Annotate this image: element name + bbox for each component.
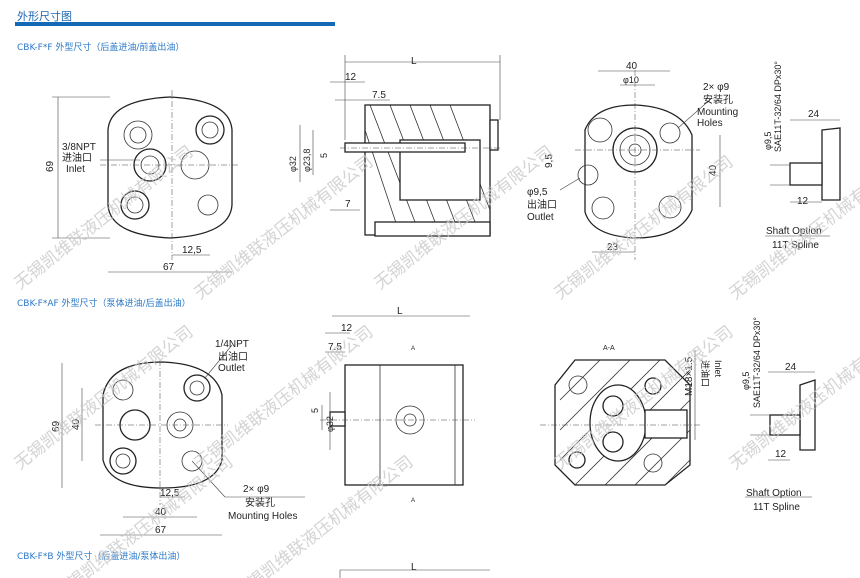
inlet-size-label: 3/8NPT [62, 142, 96, 153]
inlet-en-2: Inlet [713, 360, 723, 378]
dim-offset: 12,5 [182, 245, 202, 256]
dim-v40-2: 40 [71, 418, 82, 430]
inlet-cn-label: 进油口 [62, 151, 92, 164]
outlet-size-2: 1/4NPT [215, 339, 249, 350]
dim-width-67: 67 [163, 262, 175, 273]
shaft-option-title: Shaft Option [766, 226, 822, 237]
dim-phi32: φ32 [288, 156, 298, 172]
mount-holes-cn: 安装孔 [703, 93, 733, 106]
outlet-en: Outlet [527, 212, 554, 223]
shaft-dim-12-2: 12 [775, 449, 787, 460]
dim-23: 23 [607, 242, 619, 253]
mount-holes-size: 2× φ9 [703, 82, 730, 93]
outlet-cn-2: 出油口 [218, 350, 248, 363]
outlet-size: φ9,5 [527, 187, 548, 198]
inlet-en-label: Inlet [66, 164, 85, 175]
side-view-2 [320, 315, 490, 571]
outlet-en-2: Outlet [218, 363, 245, 374]
dim-5-2: 5 [310, 408, 320, 413]
dim-phi23-8: φ23,8 [302, 149, 312, 172]
shaft-dim-24-2: 24 [785, 362, 797, 373]
dim-length-L-3: L [411, 562, 417, 573]
shaft-option-1 [765, 119, 841, 237]
dim-length-L: L [411, 56, 417, 67]
shaft-dim-12: 12 [797, 196, 809, 207]
dim-40: 40 [626, 61, 638, 72]
dim-40-2: 40 [155, 507, 167, 518]
dim-length-L-2: L [397, 306, 403, 317]
mount-holes-cn-2: 安装孔 [245, 496, 275, 509]
dim-12-2: 12 [341, 323, 353, 334]
shaft-spec-2: SAE11T-32/64 DPx30° [752, 317, 762, 408]
section-view-1 [299, 55, 501, 237]
front-view-2 [61, 344, 305, 536]
mount-holes-en1: Mounting [697, 107, 738, 118]
dim-7: 7 [345, 199, 351, 210]
dim-9-5: 9,5 [544, 154, 555, 168]
front-view-1 [52, 90, 240, 273]
dim-12: 12 [345, 72, 357, 83]
dim-7-5-2: 7.5 [328, 342, 342, 353]
shaft-option-subtitle: 11T Spline [772, 240, 819, 251]
rear-view-1 [559, 70, 721, 260]
shaft-dim-24: 24 [808, 109, 820, 120]
shaft-phi-2: φ9,5 [741, 372, 751, 390]
dim-5: 5 [319, 153, 329, 158]
shaft-spec: SAE11T-32/64 DPx30° [773, 61, 783, 152]
section-title-b: CBK-F*B 外型尺寸（后盖进油/泵体出油） [17, 552, 186, 562]
section-aa-view [540, 350, 700, 486]
dim-width-67-2: 67 [155, 525, 167, 536]
shaft-option-subtitle-2: 11T Spline [753, 502, 800, 513]
section-title-f: CBK-F*F 外型尺寸（后盖进油/前盖出油） [17, 43, 185, 53]
outlet-cn: 出油口 [527, 198, 557, 211]
mount-holes-en2: Holes [697, 118, 723, 129]
dim-phi32-2: φ32 [325, 416, 335, 432]
shaft-option-title-2: Shaft Option [746, 488, 802, 499]
section-aa-title: A-A [603, 345, 615, 352]
shaft-phi: φ9,5 [763, 132, 773, 150]
watermark: 无锡凯维联液压机械有限公司 [726, 322, 860, 474]
inlet-cn-2: 进油口 [700, 360, 711, 387]
dim-height-69-2: 69 [51, 420, 62, 432]
section-title-af: CBK-F*AF 外型尺寸（泵体进油/后盖出油） [17, 299, 191, 309]
dim-height-69: 69 [45, 160, 56, 172]
thread-size: M18×1.5 [684, 356, 695, 396]
section-mark-top: A [411, 346, 415, 352]
dim-7-5: 7.5 [372, 90, 386, 101]
shaft-option-2 [745, 371, 816, 498]
dim-v40: 40 [708, 164, 719, 176]
page-title: 外形尺寸图 [17, 10, 72, 23]
dim-phi10: φ10 [623, 75, 639, 85]
mount-holes-en-2: Mounting Holes [228, 511, 297, 522]
mount-holes-size-2: 2× φ9 [243, 484, 270, 495]
dim-offset-2: 12,5 [160, 488, 180, 499]
section-mark-bottom: A [411, 498, 415, 504]
title-underline [15, 22, 335, 26]
